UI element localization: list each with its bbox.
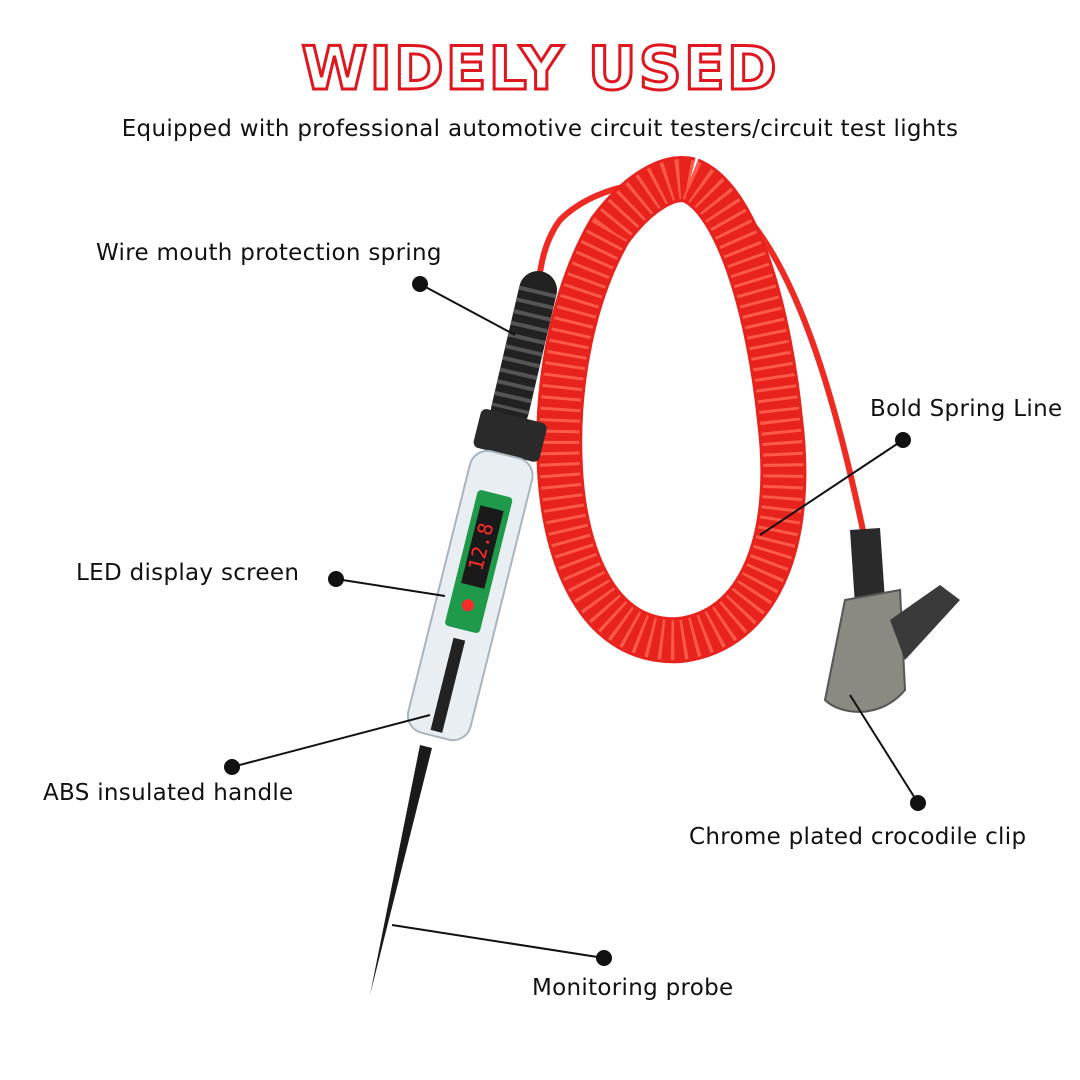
protection-spring — [491, 271, 557, 429]
callout-leaders — [224, 276, 926, 966]
callout-abs-handle: ABS insulated handle — [43, 780, 294, 806]
page-subtitle: Equipped with professional automotive ci… — [121, 116, 959, 142]
probe-needle — [370, 745, 432, 995]
callout-led-display: LED display screen — [76, 560, 300, 586]
crocodile-clip — [823, 528, 960, 713]
tester-handle: 12.8 — [406, 409, 547, 742]
callout-wire-mouth-spring: Wire mouth protection spring — [96, 240, 442, 266]
callout-monitoring-probe: Monitoring probe — [532, 975, 734, 1001]
coiled-cable — [536, 156, 807, 664]
page-title: WIDELY USED — [300, 33, 779, 106]
callout-bold-spring-line: Bold Spring Line — [870, 396, 1063, 422]
callout-crocodile-clip: Chrome plated crocodile clip — [689, 824, 1027, 850]
